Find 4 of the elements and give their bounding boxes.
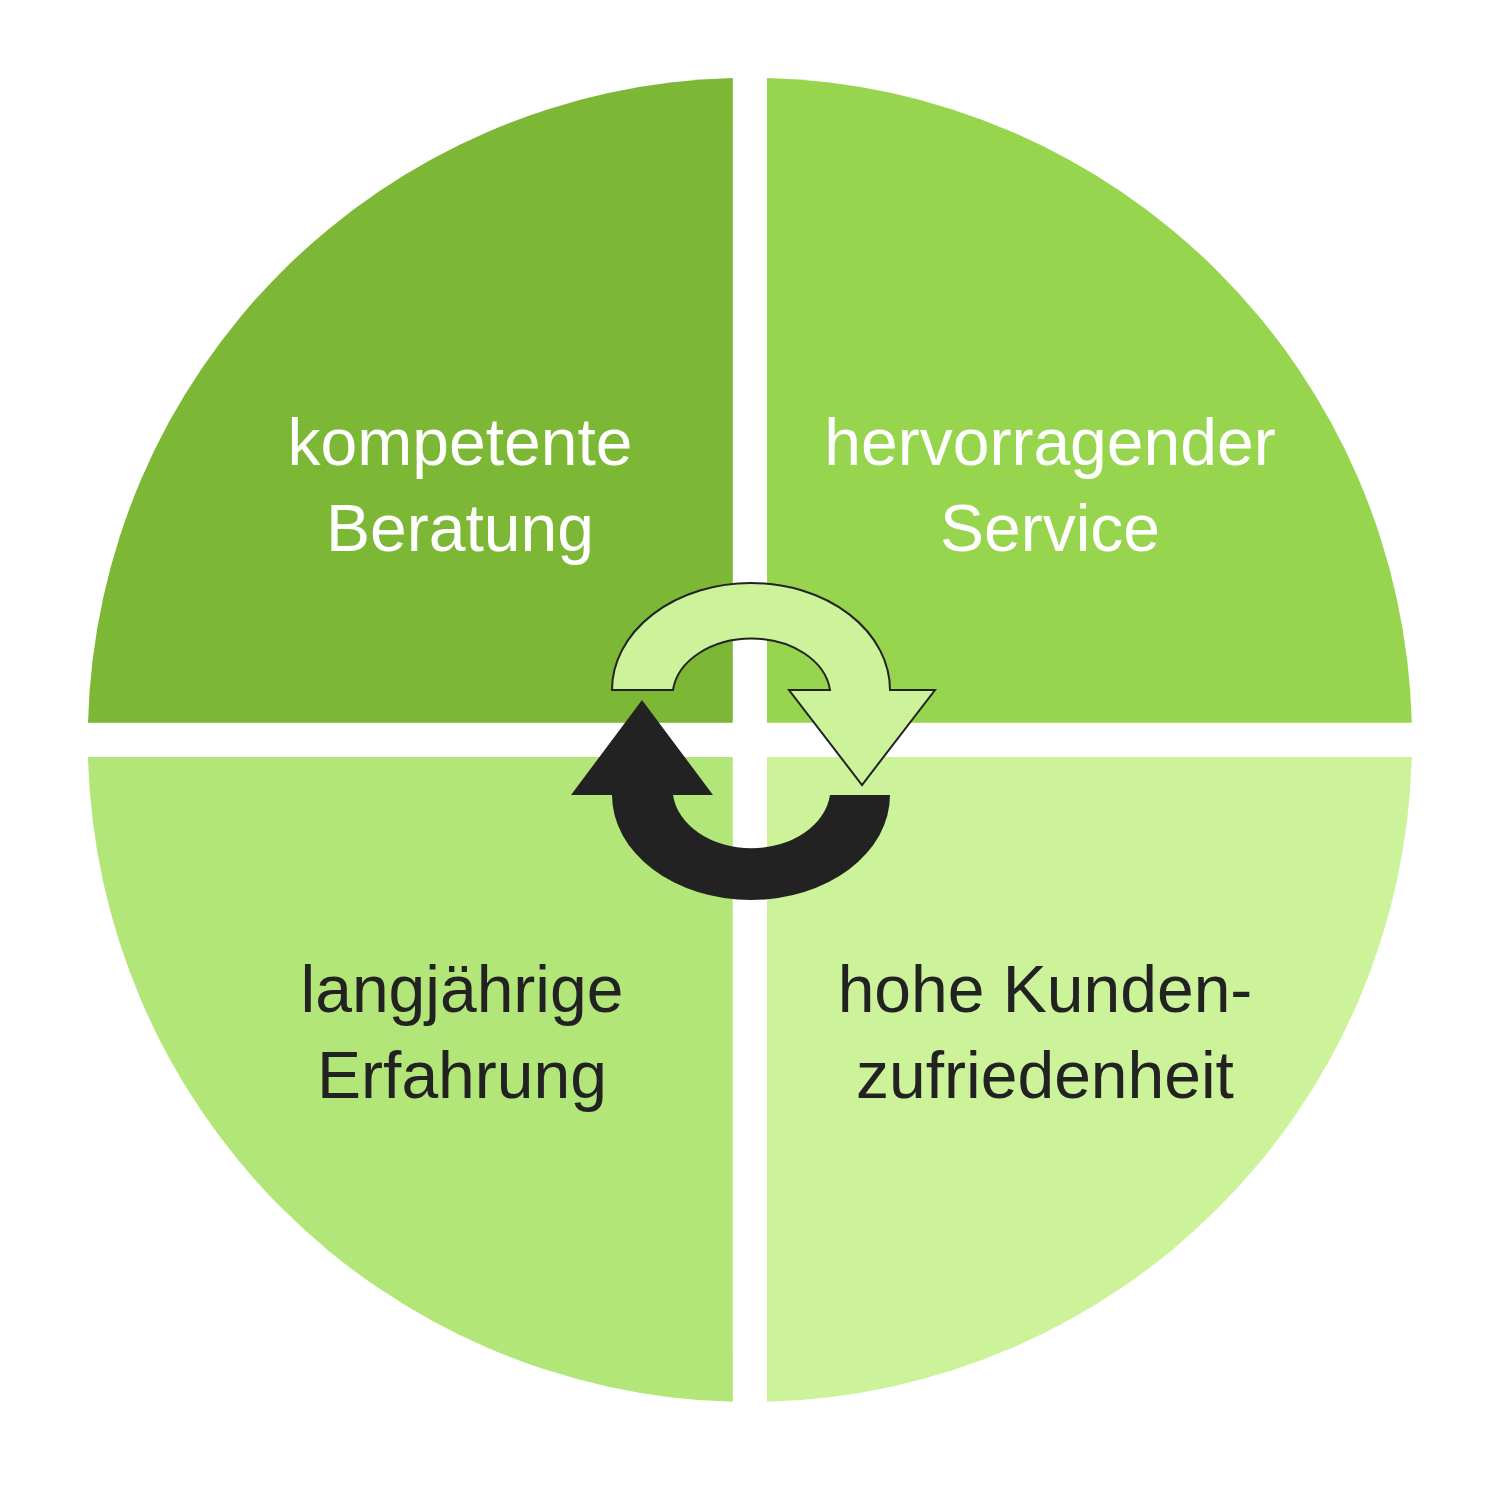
segment-label: hohe Kunden- zufriedenheit [836, 951, 1254, 1114]
segment-label: langjährige Erfahrung [299, 951, 625, 1114]
segment-label: kompetente Beratung [286, 404, 634, 567]
segment-label: hervorragender Service [823, 404, 1277, 567]
